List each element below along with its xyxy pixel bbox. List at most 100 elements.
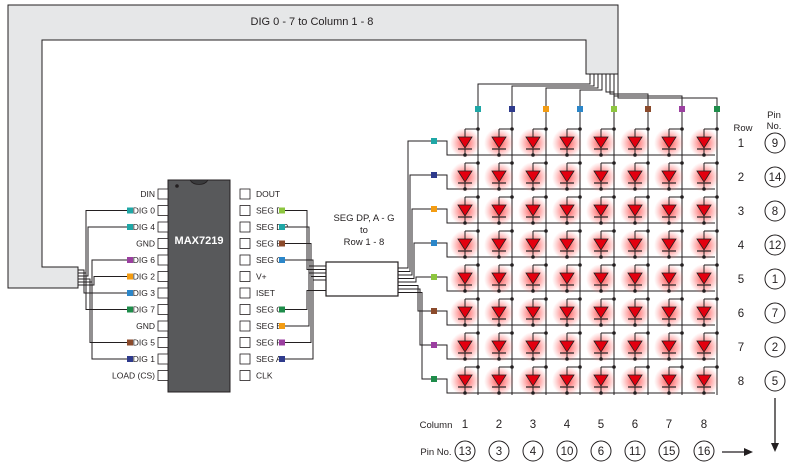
- row-bus-wire: [398, 208, 431, 276]
- junction-dot: [702, 153, 706, 157]
- chip-pin-right: [239, 188, 251, 200]
- chip-pin-left: [157, 238, 169, 249]
- chip-pin-right-label: SEG F: [256, 338, 282, 348]
- pin-connector-dot: [127, 257, 133, 263]
- junction-dot: [565, 289, 569, 293]
- row-number: 4: [738, 240, 745, 252]
- row-header: Row: [733, 123, 752, 134]
- chip-pin-right: [239, 271, 251, 282]
- junction-dot: [497, 391, 501, 395]
- chip-pin-right: [239, 370, 251, 381]
- junction-dot: [463, 357, 467, 361]
- chip-pin-left-label: GND: [136, 239, 155, 249]
- junction-dot: [497, 255, 501, 259]
- row-pin-number: 8: [772, 206, 778, 218]
- chip-pin-right: [239, 205, 251, 216]
- max7219-chip: MAX7219: [167, 179, 231, 393]
- dig-wire: [78, 276, 127, 286]
- col-pin-circle: [454, 440, 476, 462]
- chip-pin-left: [157, 320, 169, 332]
- chip-pin-left: [157, 188, 169, 200]
- col-pin-circle: [488, 440, 510, 462]
- row-connector-dot: [431, 172, 437, 178]
- junction-dot: [463, 323, 467, 327]
- col-pin-circle: [522, 440, 544, 462]
- chip-pin-left-label: DIG 4: [133, 222, 155, 232]
- dig-wire: [78, 272, 127, 310]
- pin-connector-dot: [127, 356, 133, 362]
- col-pin-number: 10: [561, 446, 574, 458]
- chip-pin-right: [239, 304, 251, 315]
- pin-connector-dot: [279, 323, 285, 329]
- col-pin-number: 11: [629, 446, 641, 458]
- junction-dot: [667, 187, 671, 191]
- chip-pin-right-label: V+: [256, 272, 267, 282]
- chip-pin-right: [239, 254, 251, 266]
- column-bus-wire: [617, 74, 718, 108]
- pin-connector-dot: [279, 257, 285, 263]
- pin-header-line2: No.: [767, 121, 782, 132]
- junction-dot: [565, 255, 569, 259]
- junction-dot: [702, 221, 706, 225]
- seg-wire: [285, 290, 326, 310]
- chip-pin-left-label: DIG 1: [133, 354, 155, 364]
- junction-dot: [702, 255, 706, 259]
- row-connector-dot: [431, 376, 437, 382]
- row-line: [437, 310, 715, 326]
- row-pin-number: 1: [772, 274, 778, 286]
- junction-dot: [463, 153, 467, 157]
- junction-dot: [633, 221, 637, 225]
- junction-dot: [497, 187, 501, 191]
- row-number: 1: [738, 138, 744, 150]
- row-connector-dot: [431, 308, 437, 314]
- chip-pin-left: [157, 304, 169, 315]
- pin-connector-dot: [279, 224, 285, 230]
- junction-dot: [531, 187, 535, 191]
- led-matrix: [450, 127, 719, 396]
- junction-dot: [531, 357, 535, 361]
- row-line: [437, 208, 715, 224]
- chip-pin-right-label: SEG E: [256, 239, 282, 249]
- row-line: [437, 276, 715, 292]
- junction-dot: [633, 187, 637, 191]
- column-ribbon-bus: [7, 4, 619, 289]
- junction-dot: [599, 289, 603, 293]
- pin-connector-dot: [279, 339, 285, 346]
- junction-dot: [633, 289, 637, 293]
- chip-pin-right: [239, 353, 251, 365]
- junction-dot: [702, 187, 706, 191]
- row-pin-circle: [764, 370, 786, 392]
- column-connector-dot: [509, 106, 515, 112]
- row-pin-circle: [764, 200, 786, 222]
- chip-pin-left-label: DIN: [140, 189, 155, 199]
- column-number: 6: [632, 419, 638, 431]
- column-header: Column: [420, 420, 453, 431]
- chip-pin-right: [239, 337, 251, 348]
- column-number: 5: [598, 419, 604, 431]
- chip-pin-left: [157, 353, 169, 365]
- row-pin-circle: [764, 166, 786, 188]
- junction-dot: [599, 357, 603, 361]
- junction-dot: [599, 153, 603, 157]
- junction-dot: [497, 289, 501, 293]
- col-pin-circle: [556, 440, 578, 462]
- row-connector-dot: [431, 138, 437, 144]
- junction-dot: [633, 391, 637, 395]
- junction-dot: [463, 289, 467, 293]
- junction-dot: [702, 391, 706, 395]
- row-number: 3: [738, 206, 744, 218]
- column-bus-wire: [511, 74, 595, 108]
- row-pin-number: 12: [769, 240, 782, 252]
- chip-pin-left-label: DIG 5: [133, 338, 155, 348]
- pin-connector-dot: [279, 240, 285, 247]
- column-bus-wire: [477, 74, 591, 108]
- row-bus-wire: [398, 140, 431, 269]
- dig-wire: [78, 278, 127, 343]
- row-pin-number: 2: [772, 342, 778, 354]
- chip-pin-right-label: SEG A: [256, 354, 282, 364]
- row-connector-dot: [431, 240, 437, 246]
- junction-dot: [497, 153, 501, 157]
- junction-dot: [565, 323, 569, 327]
- pin-connector-dot: [127, 207, 133, 214]
